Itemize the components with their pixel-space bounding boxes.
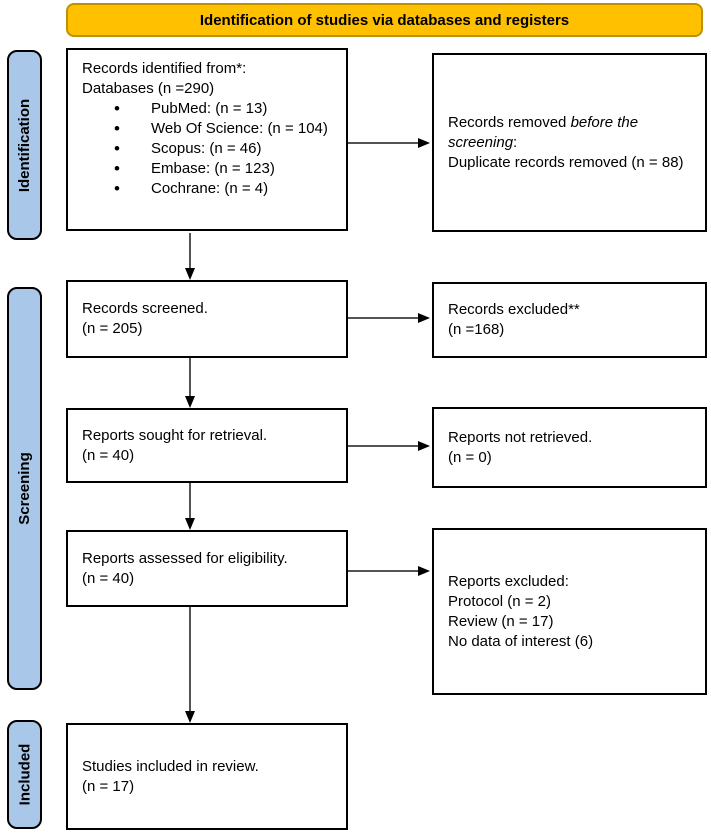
box-records-removed-before-screening: Records removed before the screening: Du… [432, 53, 707, 232]
source-web-of-science: Web Of Science: (n = 104) [114, 119, 332, 139]
banner-label: Identification of studies via databases … [199, 11, 570, 29]
records-excluded-count: (n =168) [448, 321, 505, 338]
box-reports-not-retrieved: Reports not retrieved. (n = 0) [432, 407, 707, 488]
reports-excluded-no-data: No data of interest (6) [448, 632, 594, 650]
reports-not-retrieved-count: (n = 0) [448, 448, 492, 466]
studies-included-count: (n = 17) [82, 777, 135, 795]
reports-excluded-line1: Reports excluded: [448, 572, 569, 590]
reports-assessed-count: (n = 40) [82, 569, 135, 587]
sidebar-stage-screening-label: Screening [16, 452, 33, 525]
box-records-excluded: Records excluded** (n =168) [432, 282, 707, 358]
box-reports-excluded: Reports excluded: Protocol (n = 2) Revie… [432, 528, 707, 695]
reports-sought-count: (n = 40) [82, 446, 135, 464]
records-identified-source-list: PubMed: (n = 13) Web Of Science: (n = 10… [82, 99, 332, 199]
sidebar-stage-identification-label: Identification [16, 98, 33, 192]
sidebar-stage-included-label: Included [16, 743, 34, 806]
studies-included-line1: Studies included in review. [82, 757, 259, 775]
box-studies-included: Studies included in review. (n = 17) [66, 723, 348, 830]
reports-excluded-review: Review (n = 17) [448, 612, 554, 630]
records-removed-italic: before the screening [448, 113, 639, 151]
reports-excluded-protocol: Protocol (n = 2) [448, 592, 551, 610]
records-removed-line2: Duplicate records removed (n = 88) [448, 153, 684, 171]
box-reports-assessed: Reports assessed for eligibility. (n = 4… [66, 530, 348, 607]
box-reports-sought: Reports sought for retrieval. (n = 40) [66, 408, 348, 483]
reports-assessed-line1: Reports assessed for eligibility. [82, 549, 288, 567]
records-excluded-line1: Records excluded** [448, 301, 580, 318]
records-removed-suffix: : [513, 133, 518, 151]
banner-identification-via-databases: Identification of studies via databases … [66, 3, 703, 37]
source-pubmed: PubMed: (n = 13) [114, 99, 332, 119]
source-cochrane: Cochrane: (n = 4) [114, 179, 332, 199]
box-records-identified: Records identified from*: Databases (n =… [66, 48, 348, 231]
records-removed-line1: Records removed before the screening: [448, 113, 691, 153]
box-records-screened: Records screened. (n = 205) [66, 280, 348, 358]
reports-not-retrieved-line1: Reports not retrieved. [448, 428, 593, 446]
records-removed-prefix: Records removed [448, 113, 571, 131]
sidebar-stage-included: Included [7, 720, 42, 829]
records-identified-line2: Databases (n =290) [82, 80, 215, 97]
records-screened-line1: Records screened. [82, 300, 208, 317]
records-identified-line1: Records identified from*: [82, 60, 247, 77]
reports-sought-line1: Reports sought for retrieval. [82, 426, 268, 444]
sidebar-stage-identification: Identification [7, 50, 42, 240]
sidebar-stage-screening: Screening [7, 287, 42, 690]
source-embase: Embase: (n = 123) [114, 159, 332, 179]
source-scopus: Scopus: (n = 46) [114, 139, 332, 159]
records-screened-count: (n = 205) [82, 320, 143, 337]
